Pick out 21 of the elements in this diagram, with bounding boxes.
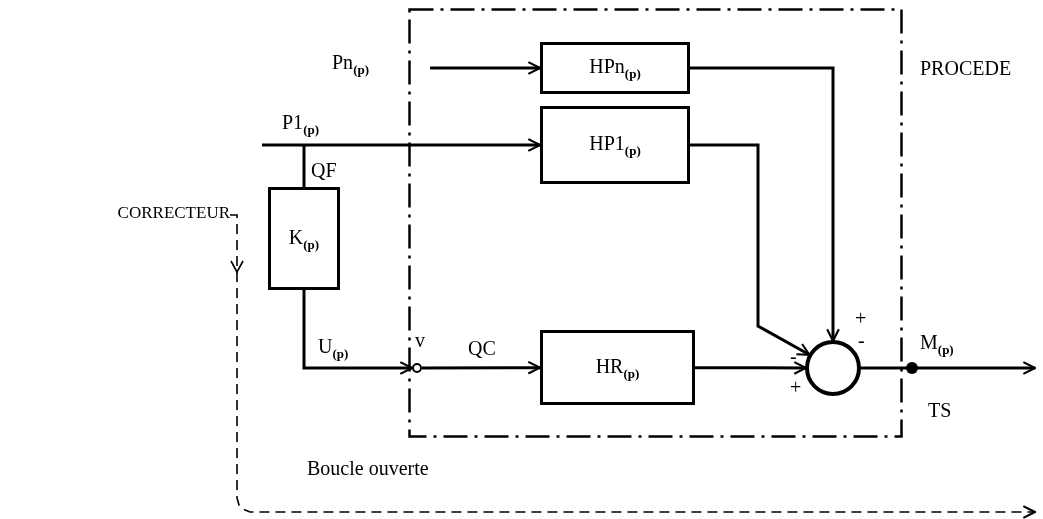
edge-label: Boucle ouverte — [307, 458, 429, 478]
transfer-function-block: HP1$_{(p)}$ — [540, 106, 690, 184]
sign-label: - — [790, 346, 797, 366]
edge-label: U$_{(p)}$ — [318, 336, 349, 360]
correcteur-label: CORRECTEUR — [92, 204, 230, 226]
edge-label: M$_{(p)}$ — [920, 332, 954, 356]
edge-label: QC — [468, 338, 496, 358]
edge-label: QF — [311, 160, 337, 180]
transfer-function-block: K$_{(p)}$ — [268, 187, 340, 290]
sign-label: + — [855, 308, 867, 328]
sign-label: + — [790, 377, 802, 397]
transfer-function-block: HPn$_{(p)}$ — [540, 42, 690, 94]
signal-label: TS — [928, 400, 952, 420]
edge-label: P1$_{(p)}$ — [282, 112, 319, 136]
edge-label: Pn$_{(p)}$ — [332, 52, 369, 76]
sign-label: - — [858, 330, 865, 350]
junction-circle — [411, 362, 423, 374]
process-label: PROCEDE — [920, 58, 1012, 78]
transfer-function-block: HR$_{(p)}$ — [540, 330, 695, 405]
node-caption: v — [415, 330, 425, 350]
summing-junction — [805, 340, 861, 396]
